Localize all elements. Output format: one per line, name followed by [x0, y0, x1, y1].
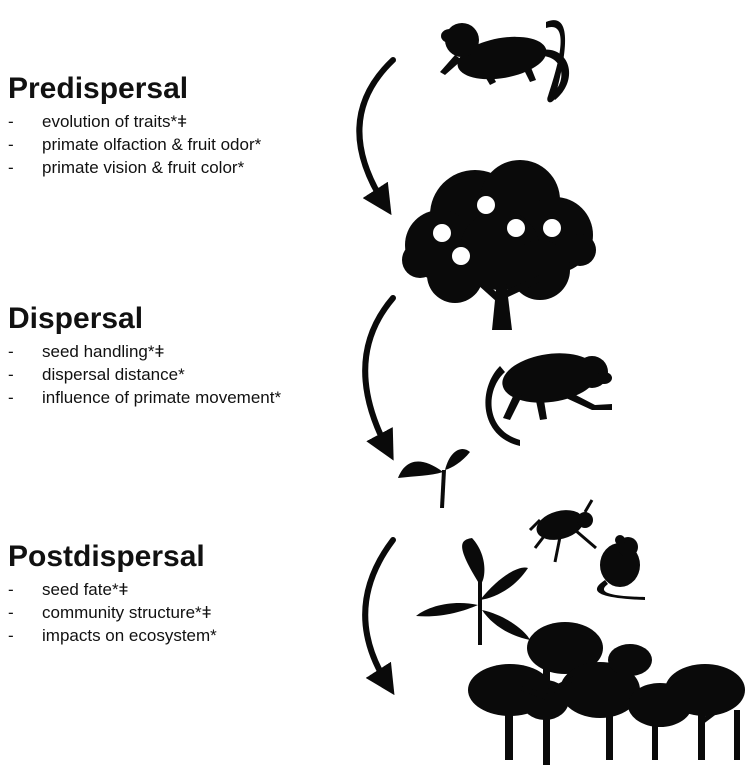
beetle-icon [530, 500, 596, 562]
arrow-icon [365, 298, 393, 450]
fruit-tree-icon [402, 160, 596, 330]
mouse-icon [597, 535, 645, 600]
forest-icon [468, 622, 745, 765]
seedling-icon [398, 449, 470, 508]
sapling-icon [416, 538, 530, 645]
arrow-icon [365, 540, 393, 685]
monkey-icon [440, 20, 569, 102]
monkey-walking-icon [485, 348, 612, 446]
arrow-icon [359, 60, 393, 205]
